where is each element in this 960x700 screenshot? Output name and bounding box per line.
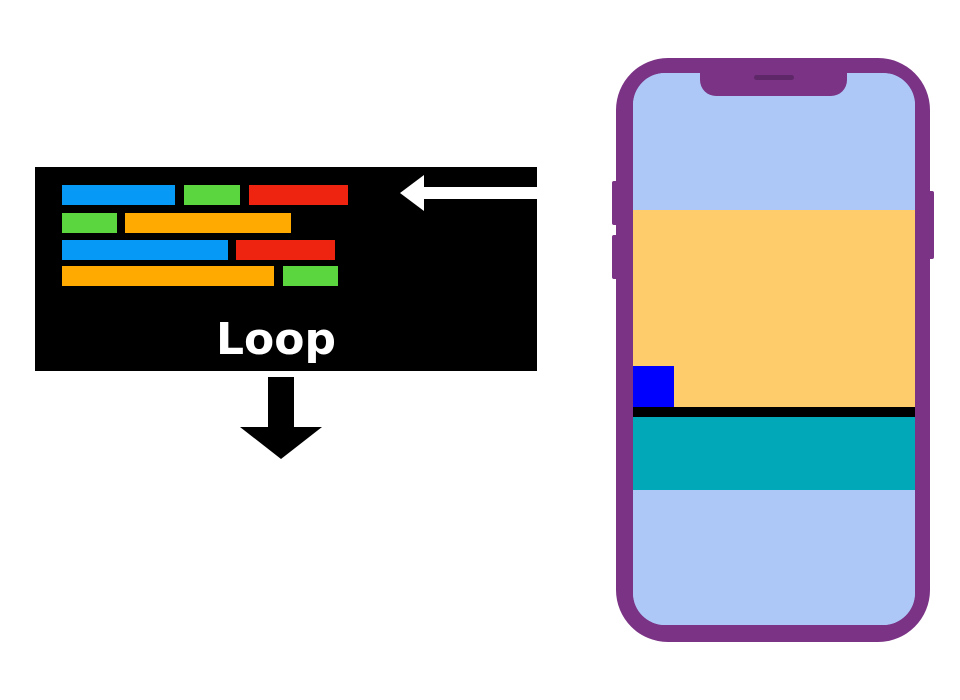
code-bar-red — [249, 185, 348, 205]
code-bar-blue — [62, 240, 228, 260]
scene-player — [633, 366, 674, 407]
code-bar-red — [236, 240, 335, 260]
phone-speaker — [754, 75, 794, 80]
code-bar-green — [184, 185, 240, 205]
scene-ground — [633, 417, 915, 490]
code-bar-orange — [62, 266, 274, 286]
scene-band — [633, 210, 915, 407]
scene-bottom — [633, 490, 915, 625]
loop-label: Loop — [216, 314, 336, 365]
phone-screen — [633, 73, 915, 625]
code-bar-orange — [125, 213, 291, 233]
phone-volume-down-button — [612, 235, 618, 279]
phone-volume-up-button — [612, 181, 618, 225]
loop-panel — [35, 167, 537, 371]
code-bar-green — [283, 266, 338, 286]
output-arrow-down — [240, 377, 322, 459]
phone-power-button — [928, 191, 934, 259]
code-bar-blue — [62, 185, 175, 205]
code-bar-green — [62, 213, 117, 233]
input-arrow-left — [400, 175, 537, 211]
scene-ground-line — [633, 407, 915, 417]
